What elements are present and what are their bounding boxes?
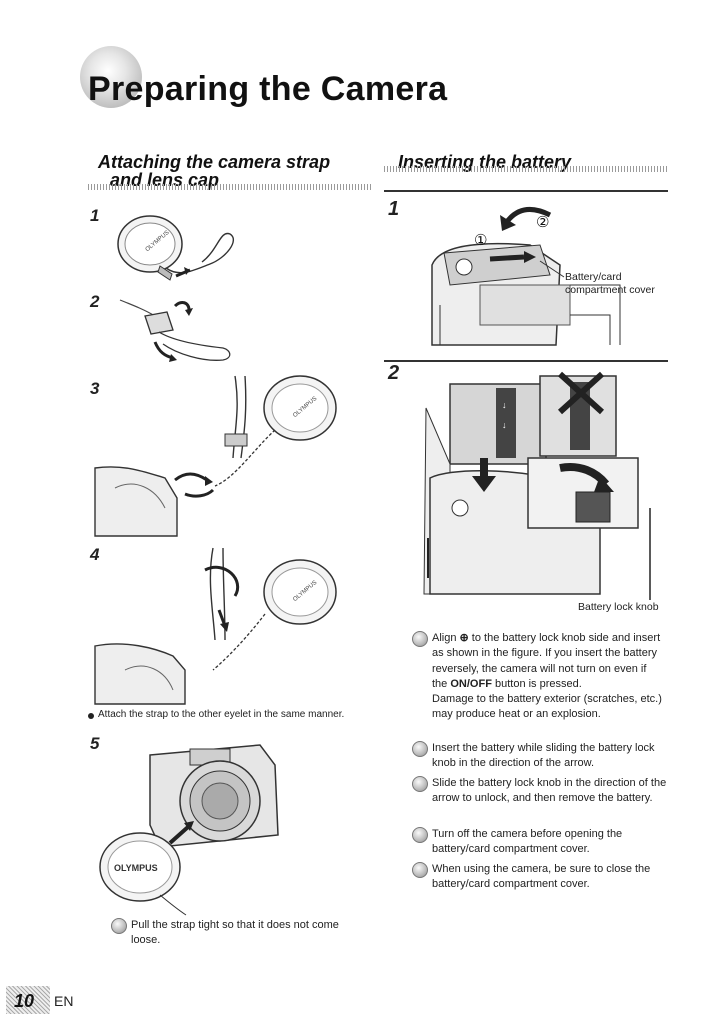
title-decoration xyxy=(80,46,142,108)
left-section-title-line1: Attaching the camera strap xyxy=(98,152,331,172)
note-5: When using the camera, be sure to close … xyxy=(432,863,651,891)
right-step2-rule xyxy=(384,360,668,362)
note-icon-2 xyxy=(412,741,428,757)
note-2: Insert the battery while sliding the bat… xyxy=(432,742,655,770)
svg-text:↓: ↓ xyxy=(502,400,507,410)
step1-lens-cap-illustration: OLYMPUS xyxy=(117,215,235,281)
right-step-2-number: 2 xyxy=(388,362,400,384)
note-icon-1 xyxy=(412,631,428,647)
right-step-1-number: 1 xyxy=(388,198,400,220)
step5-camera-lens-cap-illustration: OLYMPUS xyxy=(99,744,279,916)
cover-callout-label: Battery/card compartment cover xyxy=(565,271,655,296)
battery-lock-knob-callout: Battery lock knob xyxy=(578,601,659,613)
marker-2: ② xyxy=(536,213,549,231)
left-tip-text: Pull the strap tight so that it does not… xyxy=(131,919,339,947)
tip-icon xyxy=(111,918,127,934)
step4-strap-other-eyelet-illustration: OLYMPUS xyxy=(94,547,337,705)
note-4: Turn off the camera before opening the b… xyxy=(432,828,623,856)
left-step-3-number: 3 xyxy=(90,379,100,398)
note-1: Align ⊕ to the battery lock knob side an… xyxy=(432,631,664,723)
step4-note: Attach the strap to the other eyelet in … xyxy=(98,709,345,720)
right-section-dotted-rule xyxy=(384,166,668,172)
step3-strap-attach-illustration: OLYMPUS xyxy=(94,375,337,537)
note-1-warning: Damage to the battery exterior (scratche… xyxy=(432,693,662,721)
note-1-text-mid: to the battery lock knob side and insert… xyxy=(432,632,661,690)
note-1-text-pre: Align xyxy=(432,632,460,644)
note-1-text-post: button is pressed. xyxy=(491,677,582,690)
note-3: Slide the battery lock knob in the direc… xyxy=(432,777,667,805)
left-step-2-number: 2 xyxy=(90,292,100,311)
left-step-4-number: 4 xyxy=(90,545,100,564)
step2-strap-threading-illustration xyxy=(119,299,231,362)
marker-1: ① xyxy=(474,231,487,249)
right-step2-insert-battery-illustration: ↓ ↓ xyxy=(423,371,651,600)
left-step-5-number: 5 xyxy=(90,734,100,753)
svg-text:↓: ↓ xyxy=(502,420,507,430)
note-icon-4 xyxy=(412,827,428,843)
left-step-1-number: 1 xyxy=(90,206,100,225)
lens-cap-brand-text: OLYMPUS xyxy=(114,863,158,873)
page-number-decoration xyxy=(6,986,50,1014)
note-icon-5 xyxy=(412,862,428,878)
right-step1-rule xyxy=(384,190,668,192)
right-step1-open-cover-illustration: ① ② xyxy=(431,206,621,346)
on-off-label: ON/OFF xyxy=(450,677,492,690)
note-icon-3 xyxy=(412,776,428,792)
left-section-rule xyxy=(88,184,371,190)
page-number: 10 xyxy=(14,991,35,1011)
page-title: Preparing the Camera xyxy=(88,70,448,108)
bullet-dot xyxy=(88,713,94,719)
align-symbol-icon: ⊕ xyxy=(459,632,469,644)
page-language: EN xyxy=(54,993,74,1009)
